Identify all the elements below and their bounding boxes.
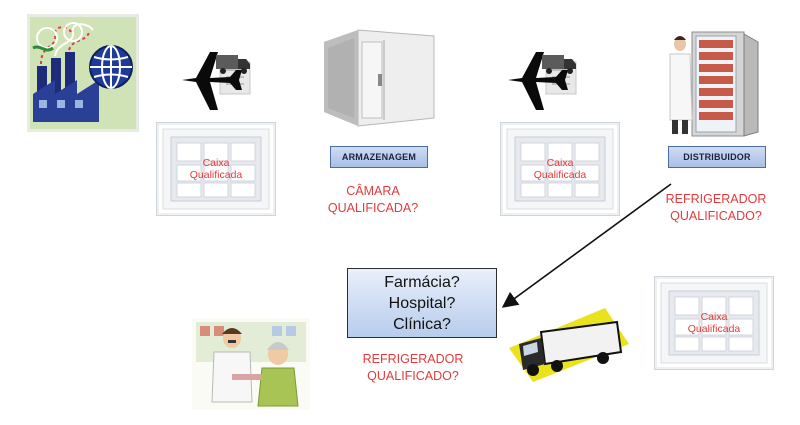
truck-icon [540, 52, 578, 76]
truck-icon [214, 52, 252, 76]
destination-box: Farmácia? Hospital? Clínica? [347, 268, 497, 338]
caixa-label-line2: Qualificada [687, 323, 741, 335]
camara-qualificada-question: CÂMARA QUALIFICADA? [318, 183, 428, 217]
caixa-label-line2: Qualificada [189, 169, 243, 181]
caixa-label-line1: Caixa [546, 157, 574, 169]
camara-line1: CÂMARA [346, 184, 400, 198]
destination-hospital: Hospital? [388, 294, 456, 312]
armazenagem-label: ARMAZENAGEM [330, 146, 428, 168]
refrigerador-line2: QUALIFICADO? [670, 209, 762, 223]
camara-line2: QUALIFICADA? [327, 201, 419, 215]
bottom-refrigerador-line1: REFRIGERADOR [362, 352, 464, 366]
cold-room-icon [320, 28, 438, 128]
refrigerator-icon [664, 28, 760, 140]
refrigerador-qualificado-question: REFRIGERADOR QUALIFICADO? [658, 191, 774, 225]
caixa-label-line2: Qualificada [533, 169, 587, 181]
caixa-label-line1: Caixa [700, 311, 728, 323]
destination-farmacia: Farmácia? [384, 273, 460, 291]
flow-arrow [495, 180, 680, 315]
distribuidor-label: DISTRIBUIDOR [668, 146, 766, 168]
destination-clinica: Clínica? [393, 315, 451, 333]
refrigerador-line1: REFRIGERADOR [665, 192, 767, 206]
caixa-label-line1: Caixa [202, 157, 230, 169]
globe-icon [88, 44, 134, 90]
bottom-refrigerador-question: REFRIGERADOR QUALIFICADO? [355, 351, 471, 385]
delivery-truck-icon [505, 302, 631, 382]
pharmacy-icon [192, 318, 310, 410]
bottom-refrigerador-line2: QUALIFICADO? [367, 369, 459, 383]
